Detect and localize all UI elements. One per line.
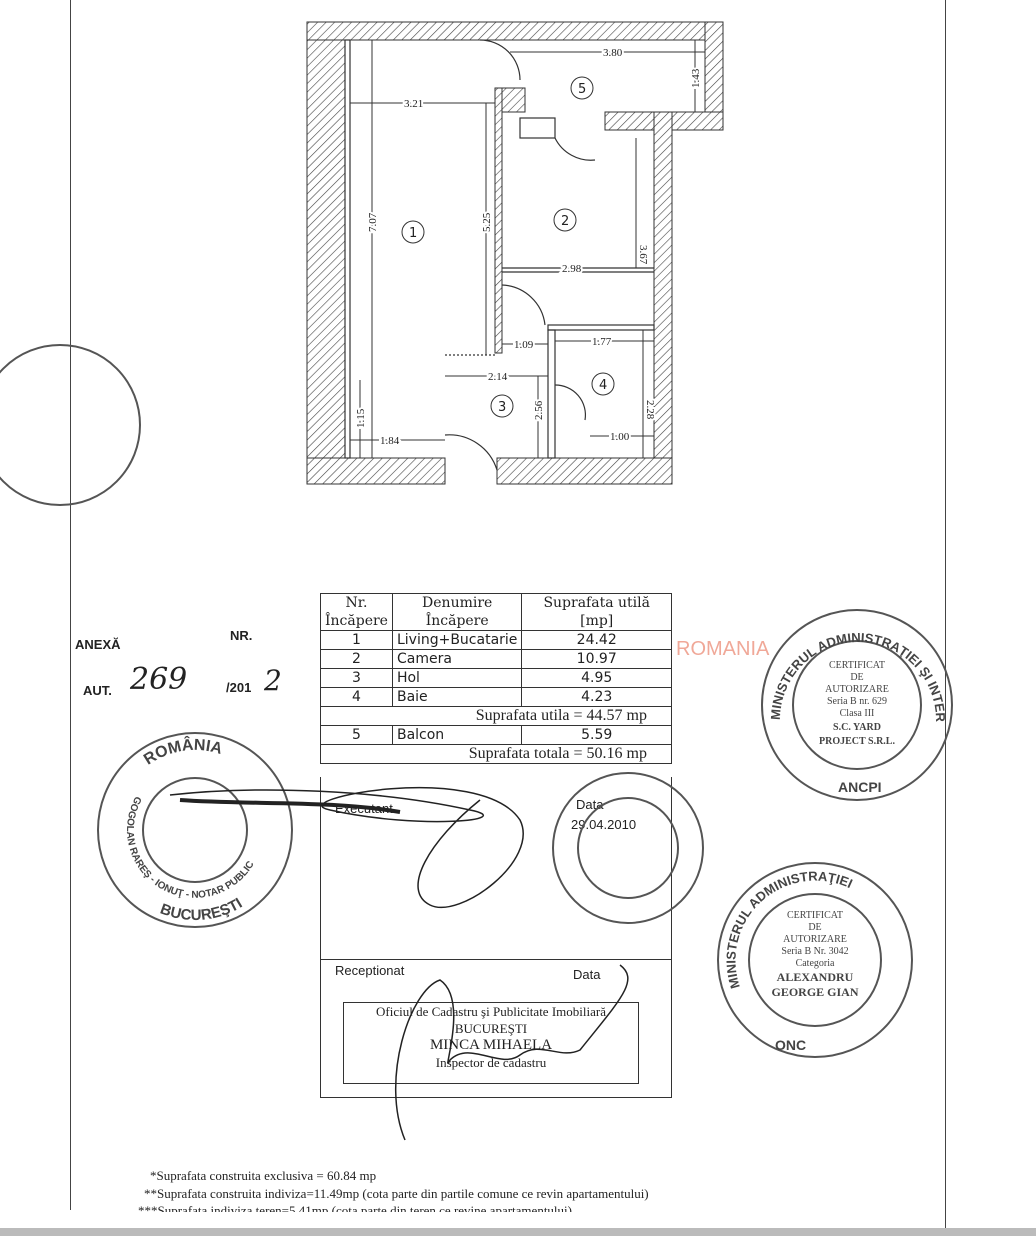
window-left [344,39,351,459]
nr-label: NR. [230,628,253,643]
signature-2 [395,964,629,1141]
onc-inner-text: GEORGE GIAN [771,985,858,999]
left-margin-line [70,0,71,1210]
year-handwritten: 2 [264,664,282,697]
ancpi-inner-text: Seria B nr. 629 [827,696,887,707]
ancpi-inner-text: PROJECT S.R.L. [819,736,895,747]
ancpi-inner-text: AUTORIZARE [825,684,889,695]
dim-label: 5.25 [481,212,493,232]
footnote-3: ***Suprafata indiviza teren=5.41mp (cota… [138,1203,572,1212]
dim-label: 1.84 [380,435,400,447]
signatures [169,786,629,1141]
wall-bottom-left [306,457,446,485]
onc-inner-text: Seria B Nr. 3042 [781,946,848,957]
right-margin-line [945,0,946,1236]
dim-label: 2.98 [562,263,582,275]
ocpi-line4: Inspector de cadastru [435,1055,547,1070]
year-prefix: /201 [226,680,252,695]
room-5-marker [570,76,594,100]
anexa-label: ANEXĂ [75,637,121,652]
signature-scribble [179,798,401,814]
onc-inner-text: ALEXANDRU [777,970,854,984]
signature-1 [169,786,524,908]
data2-label: Data [573,967,601,982]
rooms-table: Nr. Încăpere Denumire Încăpere Suprafata… [320,593,672,764]
dim-label: 1.43 [690,68,702,88]
dim-label: 2.14 [488,371,508,383]
ancpi-inner-text: DE [850,672,863,683]
dim-label: 3.80 [603,47,623,59]
partial-notary-stamp [0,344,141,506]
signature-box: Executant Data 29.04.2010 Receptionat Da… [320,777,672,1098]
total-text: Suprafata totala = 50.16 mp [320,744,672,764]
ocpi-line1: Oficiul de Cadastru şi Publicitate Imobi… [376,1004,606,1019]
total-row: Suprafata totala = 50.16 mp [320,744,672,764]
divider [321,959,671,960]
onc-inner-text: CERTIFICAT [787,910,843,921]
room-1-number: 1 [409,226,417,241]
bottom-edge [0,1228,1036,1236]
round-stamp [552,772,704,924]
onc-inner-text: DE [808,922,821,933]
room-4-marker [591,372,615,396]
watermark: ROMANIA [676,638,770,660]
aut-label: AUT. [83,683,112,698]
room-2-number: 2 [561,214,569,229]
dim-label: 1.09 [514,339,534,351]
ancpi-inner-text: Clasa III [840,708,875,719]
wall-room1-room2 [494,87,503,354]
wall-bottom-right [496,457,673,485]
dim-label: 1.15 [355,408,367,428]
ancpi-ring-text: MINISTERUL ADMINISTRAŢIEI ŞI INTERNELOR [0,0,948,723]
dim-label: 3.21 [404,98,423,110]
header-name: Denumire Încăpere [391,593,523,631]
dim-label: 7.07 [367,212,379,232]
room-2-marker [553,208,577,232]
notary-name: GOGOLAN RAREŞ - IONUŢ - NOTAR PUBLIC [124,794,257,900]
ancpi-bottom-text: ANCPI [838,779,882,795]
notary-top-text: ROMÂNIA [141,735,225,769]
footnote-1: *Suprafata construita exclusiva = 60.84 … [150,1168,377,1183]
ocpi-line2: BUCUREŞTI [454,1021,528,1036]
room-1-marker [401,220,425,244]
ancpi-inner-text: CERTIFICAT [829,660,885,671]
onc-inner-text: Categoria [796,958,835,969]
date-value: 29.04.2010 [571,817,637,832]
dim-label: 2.28 [644,400,656,420]
onc-stamp [717,862,913,1058]
dim-label: 3.67 [637,245,649,265]
dim-label: 2.56 [533,400,545,420]
dim-label: 1.77 [592,336,612,348]
room-3-marker [490,394,514,418]
receptionat-label: Receptionat [335,963,405,978]
onc-inner-text: AUTORIZARE [783,934,847,945]
onc-bottom-text: ONC [775,1037,806,1053]
ancpi-stamp [761,609,953,801]
ancpi-inner-text: S.C. YARD [833,722,881,733]
room-5-number: 5 [578,82,586,97]
dim-label: 1.00 [610,431,630,443]
ocpi-line3: MINCA MIHAELA [429,1037,553,1053]
cell-area: 4.23 [521,687,672,707]
cell-name: Living+Bucatarie [391,630,523,650]
room-3-number: 3 [498,400,506,415]
footnote-2: **Suprafata construita indiviza=11.49mp … [144,1186,649,1201]
aut-number-handwritten: 269 [130,662,188,697]
notary-stamp [97,732,293,928]
room-4-number: 4 [599,378,607,393]
ocpi-stamp: Oficiul de Cadastru şi Publicitate Imobi… [343,1002,639,1084]
